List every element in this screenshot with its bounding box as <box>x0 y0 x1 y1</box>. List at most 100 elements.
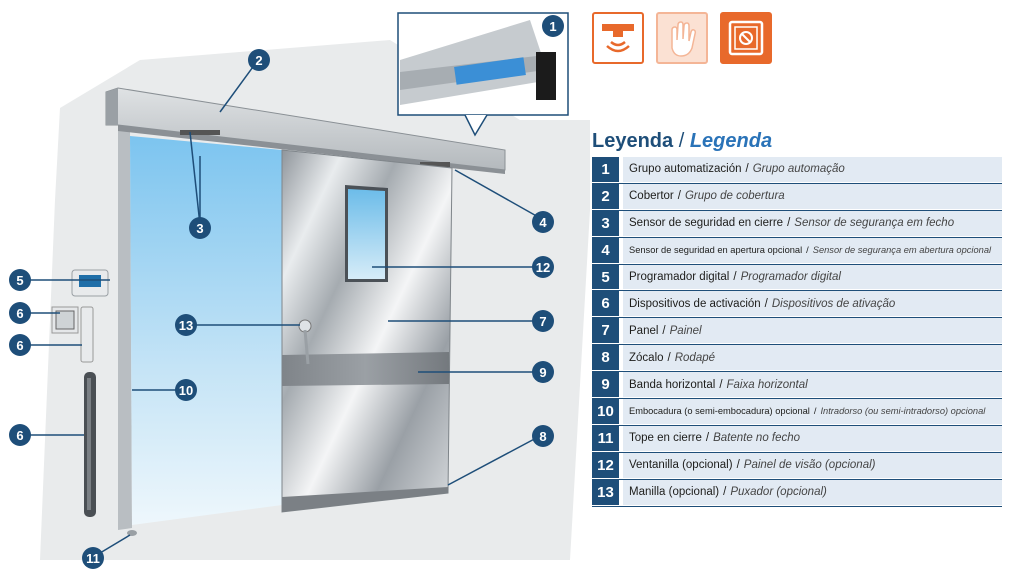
legend-text: Programador digital/Programador digital <box>623 264 1002 290</box>
legend-text-es: Programador digital <box>629 271 730 283</box>
callout-8: 8 <box>532 425 554 447</box>
legend-text-pt: Intradorso (ou semi-intradorso) opcional <box>820 406 986 417</box>
svg-text:6: 6 <box>16 428 23 443</box>
callout-3: 3 <box>189 217 211 239</box>
svg-text:1: 1 <box>549 19 556 34</box>
legend-number: 9 <box>592 372 619 398</box>
legend-text-pt: Dispositivos de ativação <box>771 297 896 310</box>
legend-text-es: Sensor de seguridad en cierre <box>629 217 784 230</box>
hand-wave-icon <box>656 12 708 64</box>
callout-10: 10 <box>175 379 197 401</box>
svg-text:3: 3 <box>196 221 203 236</box>
legend-separator: / <box>677 190 681 203</box>
svg-text:10: 10 <box>179 383 193 398</box>
legend-title: Leyenda / Legenda <box>592 130 772 153</box>
legend-text-pt: Programador digital <box>740 271 841 283</box>
legend-text: Embocadura (o semi-embocadura) opcional/… <box>623 399 1002 424</box>
legend-text-es: Ventanilla (opcional) <box>629 459 733 472</box>
legend-title-pt: Legenda <box>689 130 773 152</box>
legend-text: Grupo automatización/Grupo automação <box>623 157 1002 182</box>
legend-text: Cobertor/Grupo de cobertura <box>623 183 1002 209</box>
legend-row: 4 Sensor de seguridad en apertura opciona… <box>592 237 1002 265</box>
legend-text-pt: Grupo de cobertura <box>684 190 785 203</box>
glass-opening <box>130 136 282 525</box>
legend-text-es: Panel <box>629 324 659 337</box>
svg-text:9: 9 <box>539 365 546 380</box>
legend-separator: / <box>723 486 727 499</box>
legend-separator: / <box>719 378 723 391</box>
legend-title-separator: / <box>678 130 685 152</box>
callout-13: 13 <box>175 314 197 336</box>
legend-number: 5 <box>592 264 619 290</box>
legend-number: 8 <box>592 345 619 371</box>
legend-separator: / <box>667 351 671 364</box>
legend-text: Dispositivos de activación/Dispositivos … <box>623 291 1002 317</box>
svg-text:4: 4 <box>539 215 547 230</box>
legend-title-es: Leyenda <box>592 130 674 152</box>
callout-4: 4 <box>532 211 554 233</box>
door-frame-post <box>118 128 132 530</box>
callout-2: 2 <box>248 49 270 71</box>
callout-6c: 6 <box>9 424 31 446</box>
legend-separator: / <box>787 217 791 230</box>
radar-sensor-icon <box>592 12 644 64</box>
svg-text:2: 2 <box>255 53 262 68</box>
legend-text: Sensor de seguridad en cierre/Sensor de … <box>623 210 1002 236</box>
legend-text: Manilla (opcional)/Puxador (opcional) <box>623 479 1002 505</box>
svg-text:11: 11 <box>86 551 100 566</box>
legend-text-es: Zócalo <box>629 351 664 364</box>
legend-text-pt: Grupo automação <box>752 163 845 176</box>
legend-text-es: Embocadura (o semi-embocadura) opcional <box>629 406 810 417</box>
legend-text-pt: Painel de visão (opcional) <box>743 459 876 472</box>
legend-text-pt: Batente no fecho <box>713 432 801 445</box>
legend-text: Banda horizontal/Faixa horizontal <box>623 372 1002 398</box>
svg-text:6: 6 <box>16 306 23 321</box>
svg-text:13: 13 <box>179 318 193 333</box>
legend-separator: / <box>813 406 817 417</box>
legend-text: Tope en cierre/Batente no fecho <box>623 425 1002 451</box>
opening-sensor <box>420 162 450 167</box>
kick-plate <box>282 487 448 512</box>
legend-row: 12 Ventanilla (opcional)/Painel de visão … <box>592 452 1002 480</box>
svg-text:5: 5 <box>16 273 23 288</box>
legend-number: 3 <box>592 210 619 236</box>
legend-text: Zócalo/Rodapé <box>623 345 1002 371</box>
legend-number: 11 <box>592 425 619 451</box>
legend-number: 7 <box>592 318 619 344</box>
legend-number: 10 <box>592 399 619 424</box>
callout-6a: 6 <box>9 302 31 324</box>
horizontal-band <box>282 352 449 386</box>
svg-text:6: 6 <box>16 338 23 353</box>
legend-separator: / <box>736 459 740 472</box>
legend-separator: / <box>733 271 737 283</box>
legend-number: 12 <box>592 452 619 478</box>
callout-9: 9 <box>532 361 554 383</box>
legend-number: 4 <box>592 237 619 263</box>
legend-text-es: Sensor de seguridad en apertura opcional <box>629 245 803 256</box>
legend-separator: / <box>745 163 749 176</box>
automation-motor <box>454 57 526 85</box>
legend-text-pt: Sensor de segurança em abertura opcional <box>812 245 992 256</box>
legend-separator: / <box>806 245 809 256</box>
svg-text:7: 7 <box>539 314 546 329</box>
callout-5: 5 <box>9 269 31 291</box>
closing-sensor <box>180 130 220 135</box>
legend-separator: / <box>662 324 666 337</box>
svg-text:12: 12 <box>536 260 550 275</box>
legend-separator: / <box>705 432 710 445</box>
callout-12: 12 <box>532 256 554 278</box>
legend-text-es: Cobertor <box>629 190 674 203</box>
legend-text-pt: Sensor de segurança em fecho <box>794 217 955 230</box>
legend-text-pt: Puxador (opcional) <box>730 486 827 499</box>
legend-text-es: Dispositivos de activación <box>629 297 761 310</box>
legend-text-es: Tope en cierre <box>629 432 702 445</box>
